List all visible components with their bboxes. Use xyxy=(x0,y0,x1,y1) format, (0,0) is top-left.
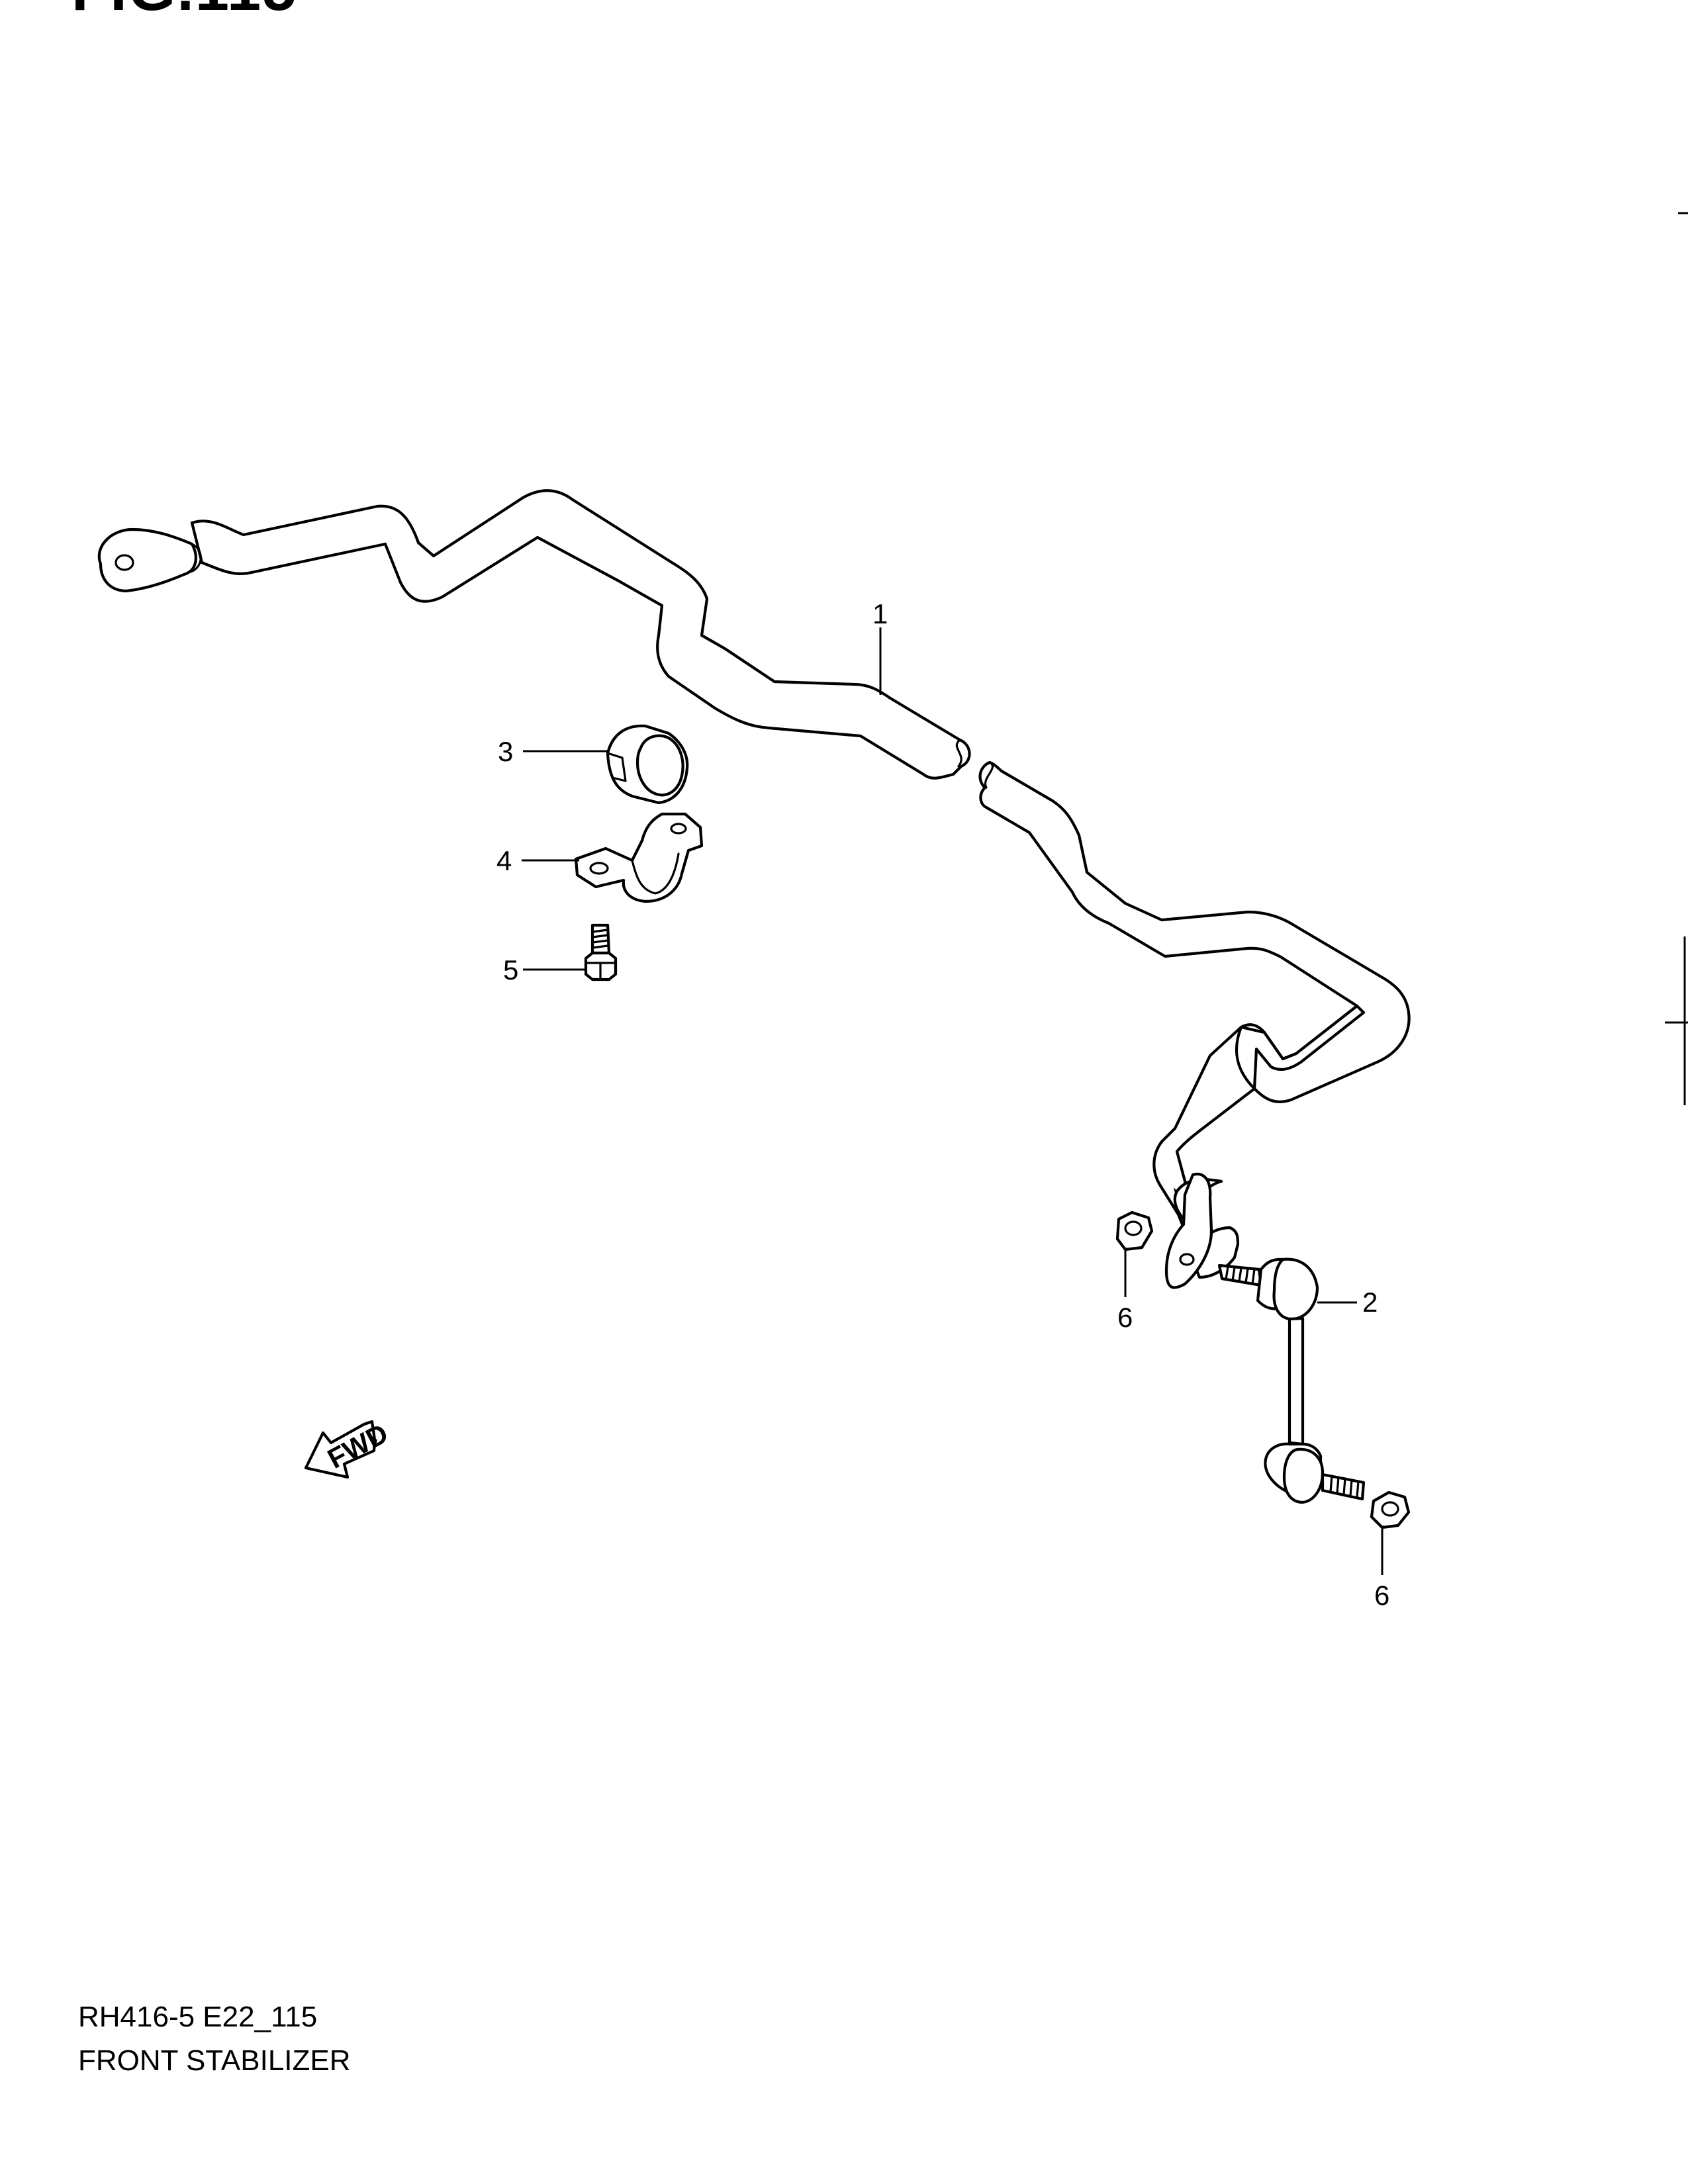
bolt[interactable] xyxy=(584,923,618,981)
stabilizer-link-upper-cap xyxy=(1272,1257,1319,1321)
stabilizer-bar-left-eye-hole xyxy=(115,554,134,571)
stabilizer-bar-right-bend xyxy=(1235,1004,1366,1091)
nut-upper-hole xyxy=(1124,1220,1143,1236)
bushing-slot xyxy=(606,752,627,782)
bolt-thread xyxy=(591,929,609,949)
bushing[interactable] xyxy=(606,724,689,805)
callout-6a: 6 xyxy=(1117,1302,1133,1333)
stabilizer-bar[interactable] xyxy=(97,489,1411,1289)
drawing-code: RH416-5 E22_115 xyxy=(78,2001,318,2033)
callout-1: 1 xyxy=(872,598,888,629)
bolt-head-flat xyxy=(585,962,617,981)
bushing-bracket[interactable] xyxy=(574,812,704,903)
drawing-name: FRONT STABILIZER xyxy=(78,2044,351,2077)
stabilizer-link-lower-thread xyxy=(1329,1475,1360,1498)
fwd-arrow-text: FWD xyxy=(322,1418,393,1475)
nut-upper[interactable] xyxy=(1115,1210,1154,1251)
figure-title: FIG.115 xyxy=(71,0,297,20)
stabilizer-bar-break-right xyxy=(984,761,994,789)
stabilizer-link-lower-cap xyxy=(1282,1447,1325,1504)
nut-upper-body xyxy=(1115,1210,1154,1251)
callout-numbers: 1 2 3 4 5 6 6 xyxy=(496,598,1389,1611)
stabilizer-link-upper-thread xyxy=(1225,1265,1256,1285)
nut-lower-body xyxy=(1370,1490,1411,1529)
stabilizer-bar-left-eye xyxy=(97,527,197,593)
nut-lower-hole xyxy=(1381,1501,1399,1517)
callout-4: 4 xyxy=(496,845,512,876)
stabilizer-bar-right-segment xyxy=(978,760,1411,1208)
bushing-face xyxy=(635,734,684,797)
bushing-bracket-hole-left xyxy=(589,862,609,875)
bushing-bracket-body xyxy=(574,812,704,903)
bushing-bracket-arch xyxy=(631,852,680,895)
fwd-arrow: FWD xyxy=(304,1418,393,1479)
stabilizer-bar-left-eye-edge xyxy=(189,543,202,573)
stabilizer-link-lower-stud xyxy=(1321,1473,1366,1501)
bushing-bracket-hole-right xyxy=(670,823,687,835)
callout-5: 5 xyxy=(503,954,518,985)
stabilizer-bar-end-plate xyxy=(1164,1172,1213,1289)
callout-2: 2 xyxy=(1362,1287,1378,1318)
fwd-arrow-depth xyxy=(363,1420,377,1452)
callout-6b: 6 xyxy=(1374,1580,1389,1611)
page-edge-marks xyxy=(1665,212,1688,1105)
callout-3: 3 xyxy=(498,736,513,767)
stabilizer-bar-end-plate-hole xyxy=(1179,1253,1195,1266)
stabilizer-bar-left-segment xyxy=(190,489,971,780)
stabilizer-link-shaft xyxy=(1288,1316,1305,1446)
fwd-arrow-shape xyxy=(304,1420,377,1479)
nut-lower[interactable] xyxy=(1370,1490,1411,1529)
leader-lines xyxy=(522,627,1383,1575)
stabilizer-bar-break-left xyxy=(955,739,962,768)
stabilizer-link[interactable] xyxy=(1217,1257,1366,1504)
